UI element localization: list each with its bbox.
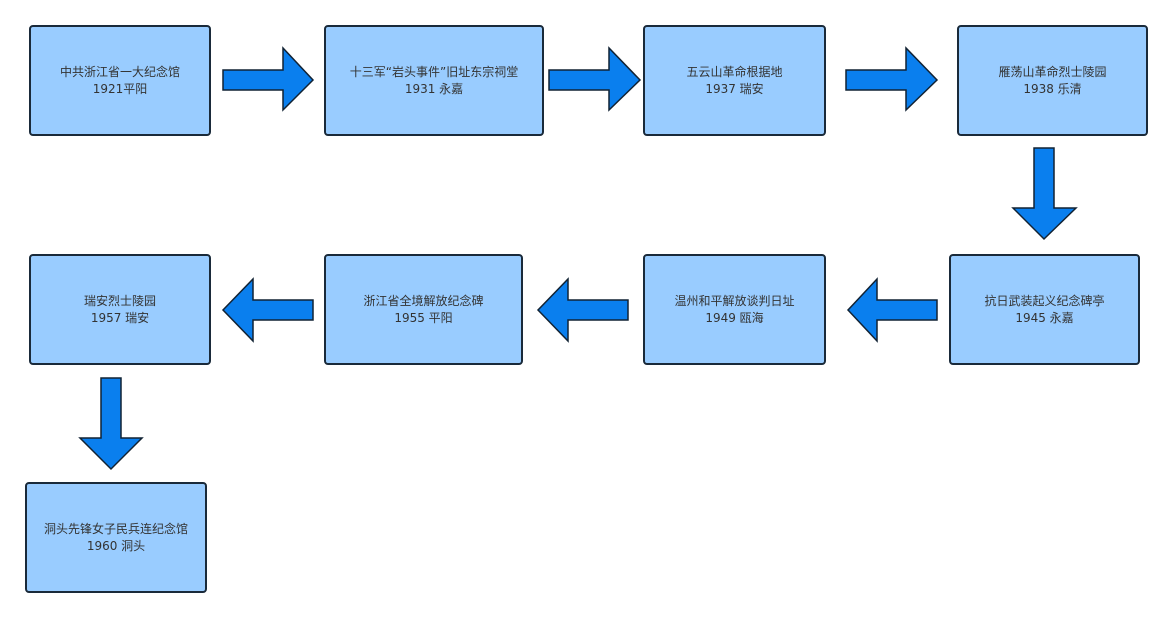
node-1960: 洞头先锋女子民兵连纪念馆 1960 洞头 bbox=[25, 482, 207, 593]
node-title: 五云山革命根据地 bbox=[686, 64, 783, 79]
node-1955: 浙江省全境解放纪念碑 1955 平阳 bbox=[324, 254, 523, 365]
node-subtitle: 1957 瑞安 bbox=[90, 310, 150, 325]
node-1949: 温州和平解放谈判日址 1949 瓯海 bbox=[643, 254, 826, 365]
node-subtitle: 1955 平阳 bbox=[394, 310, 453, 325]
arrow-right-3 bbox=[845, 46, 939, 112]
arrow-right-2 bbox=[548, 46, 642, 112]
node-title: 中共浙江省一大纪念馆 bbox=[59, 64, 180, 79]
arrow-left-1 bbox=[846, 277, 938, 343]
node-1957: 瑞安烈士陵园 1957 瑞安 bbox=[29, 254, 211, 365]
node-title: 温州和平解放谈判日址 bbox=[674, 293, 795, 308]
node-subtitle: 1921平阳 bbox=[92, 81, 148, 96]
node-1931: 十三军“岩头事件”旧址东宗祠堂 1931 永嘉 bbox=[324, 25, 544, 136]
arrow-down-1 bbox=[1011, 147, 1078, 241]
node-subtitle: 1945 永嘉 bbox=[1015, 310, 1074, 325]
arrow-right-1 bbox=[222, 46, 315, 112]
node-subtitle: 1937 瑞安 bbox=[705, 81, 764, 96]
node-subtitle: 1938 乐清 bbox=[1023, 81, 1082, 96]
node-title: 洞头先锋女子民兵连纪念馆 bbox=[43, 521, 188, 536]
node-title: 抗日武装起义纪念碑亭 bbox=[984, 293, 1105, 308]
arrow-left-3 bbox=[221, 277, 314, 343]
node-1921: 中共浙江省一大纪念馆 1921平阳 bbox=[29, 25, 211, 136]
node-title: 浙江省全境解放纪念碑 bbox=[363, 293, 484, 308]
arrow-down-2 bbox=[78, 377, 144, 471]
node-subtitle: 1949 瓯海 bbox=[705, 310, 764, 325]
node-subtitle: 1960 洞头 bbox=[86, 538, 146, 553]
node-1938: 雁荡山革命烈士陵园 1938 乐清 bbox=[957, 25, 1148, 136]
node-1937: 五云山革命根据地 1937 瑞安 bbox=[643, 25, 826, 136]
node-title: 瑞安烈士陵园 bbox=[83, 293, 156, 308]
node-title: 十三军“岩头事件”旧址东宗祠堂 bbox=[349, 64, 519, 79]
node-title: 雁荡山革命烈士陵园 bbox=[998, 64, 1107, 79]
arrow-left-2 bbox=[536, 277, 629, 343]
node-subtitle: 1931 永嘉 bbox=[404, 81, 464, 96]
node-1945: 抗日武装起义纪念碑亭 1945 永嘉 bbox=[949, 254, 1140, 365]
